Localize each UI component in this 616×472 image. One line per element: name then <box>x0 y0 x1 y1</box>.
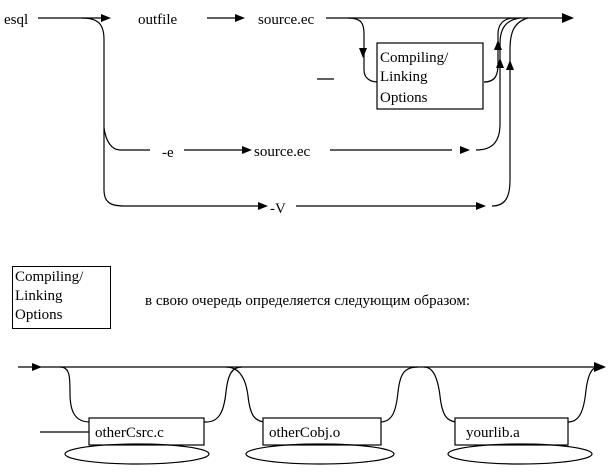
loop-2 <box>225 366 419 423</box>
arrow-v <box>258 202 268 210</box>
branch-line-left <box>81 17 260 207</box>
options-box-line3: Options <box>380 90 428 106</box>
loop-1 <box>59 366 243 423</box>
legend-options-box: Compiling/ Linking Options <box>12 266 111 329</box>
item-label-1: otherCsrc.c <box>95 425 164 441</box>
options-box-line1: Compiling/ <box>380 50 449 66</box>
item-label-3: yourlib.a <box>466 425 520 441</box>
return-e <box>475 17 521 151</box>
arrow-options-end <box>594 362 606 372</box>
branch-to-e <box>103 127 150 151</box>
item-label-2: otherCobj.o <box>269 425 340 441</box>
arrow-source-mid <box>242 146 252 154</box>
ellipse-3 <box>447 443 593 465</box>
legend-box-line2: Linking <box>15 288 63 304</box>
outfile-label: outfile <box>138 12 177 28</box>
options-box-line2: Linking <box>380 69 428 85</box>
options-box <box>376 42 484 110</box>
e-flag-label: -e <box>162 145 174 161</box>
arrow-up-e <box>496 58 504 68</box>
arrow-loop-left <box>359 48 367 58</box>
arrow-options-start <box>32 363 42 371</box>
arrow-source-top <box>235 14 245 22</box>
arrow-outfile <box>101 14 111 22</box>
lower-options-diagram: otherCsrc.c otherCobj.o yourlib.a <box>18 362 606 465</box>
ellipse-2 <box>245 443 395 465</box>
legend-box-line1: Compiling/ <box>15 269 84 285</box>
source-label-top: source.ec <box>258 12 315 28</box>
return-v <box>491 17 529 207</box>
item-box-3 <box>454 417 569 446</box>
source-label-mid: source.ec <box>254 144 311 160</box>
loop-3 <box>423 366 599 423</box>
ellipse-1 <box>64 443 210 465</box>
item-box-2 <box>262 417 382 446</box>
arrow-mid-right <box>460 146 470 154</box>
legend-box-line3: Options <box>15 307 63 323</box>
arrow-loop-right <box>494 40 502 50</box>
arrow-up-v <box>506 60 514 70</box>
v-flag-label: -V <box>270 201 286 217</box>
upper-syntax-diagram: esql outfile source.ec -e source.ec -V <box>4 12 574 217</box>
legend-description: в свою очередь определяется следующим об… <box>145 293 471 309</box>
esql-label: esql <box>4 12 28 28</box>
item-box-1 <box>88 417 205 446</box>
arrow-v-right <box>476 202 486 210</box>
arrow-end <box>562 13 574 23</box>
